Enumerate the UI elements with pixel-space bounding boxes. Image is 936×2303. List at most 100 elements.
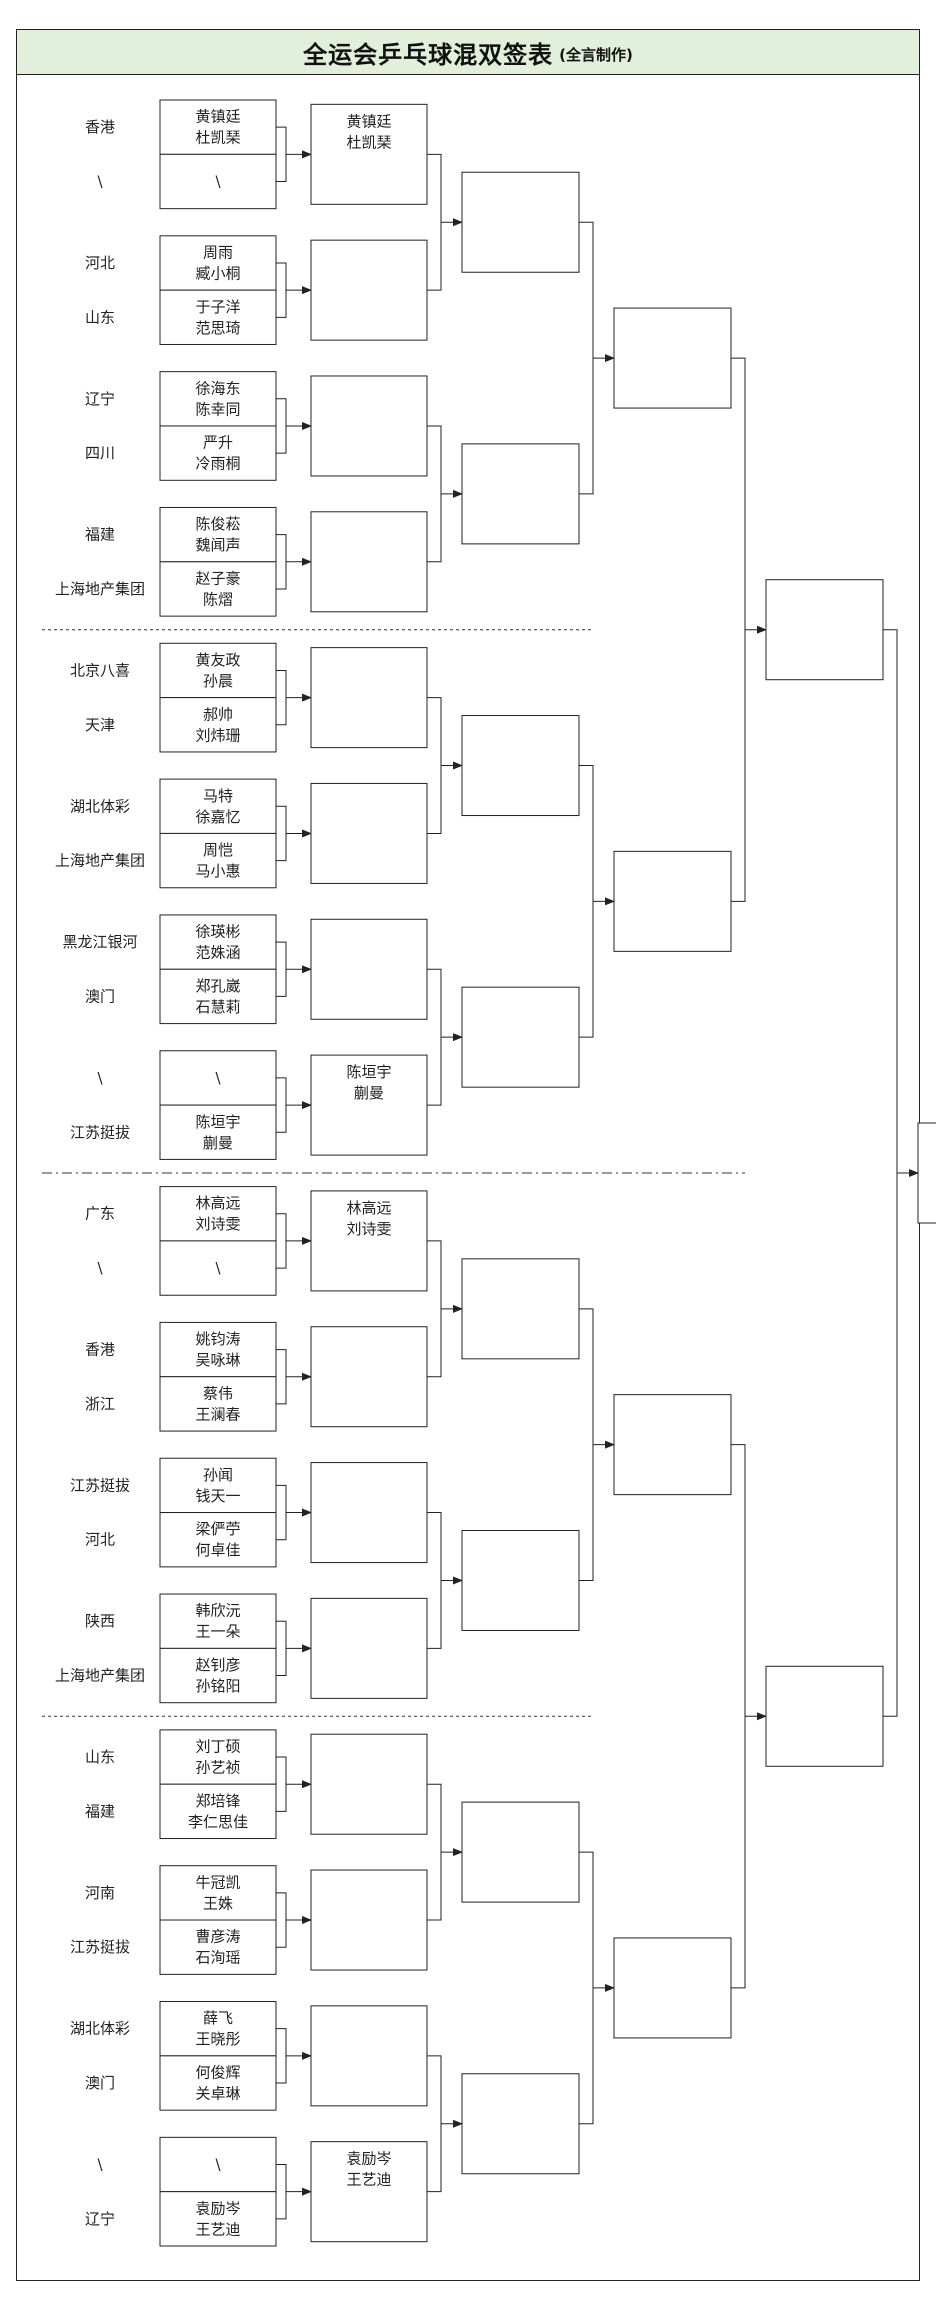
bracket-slot-r1-28-box	[159, 1919, 277, 1975]
bracket-connector	[276, 805, 287, 862]
bracket-slot-r1-27-box	[159, 1865, 277, 1921]
bracket-slot-r1-23-player-2: 王一朵	[195, 1623, 240, 1641]
bracket-slot-r1-20-box	[159, 1376, 277, 1432]
bracket-slot-r2-12-box	[310, 1597, 428, 1699]
bracket-connector	[276, 534, 287, 590]
bracket-slot-r2-7-box	[310, 918, 428, 1020]
bracket-slot-r1-19-player-1: 姚钧涛	[195, 1330, 240, 1348]
slot-boxes	[159, 99, 936, 2247]
bracket-slot-r3-5-box	[461, 1258, 580, 1360]
bracket-slot-r1-31-box	[159, 2136, 277, 2193]
bracket-slot-r2-1-player-2: 杜凯琹	[346, 133, 391, 151]
bracket-slot-r1-21-player-2: 钱天一	[195, 1487, 240, 1505]
bracket-connector	[427, 2055, 442, 2193]
bracket-slot-r4-2-box	[613, 850, 732, 952]
bracket-slot-r1-13-player-1: 徐瑛彬	[195, 923, 240, 941]
bracket-slot-r1-14-region: 澳门	[85, 987, 115, 1005]
bracket-slot-r6-1-box	[917, 1122, 936, 1224]
bracket-slot-r1-12-region: 上海地产集团	[55, 852, 145, 870]
bracket-slot-r1-4-player-1: 于子洋	[195, 298, 240, 316]
bracket-slot-r1-3-player-2: 臧小桐	[195, 264, 240, 282]
bracket-slot-r1-6-box	[159, 425, 277, 481]
bracket-slot-r5-2-box	[765, 1665, 884, 1767]
bracket-slot-r1-16-player-2: 蒯曼	[203, 1134, 233, 1152]
bracket-slot-r2-16-player-2: 王艺迪	[346, 2171, 391, 2189]
bracket-slot-r1-1-box	[159, 99, 277, 155]
bracket-connector	[427, 1783, 442, 1921]
bracket-slot-r1-32-region: 辽宁	[85, 2210, 115, 2228]
bracket-slot-r1-22-player-1: 梁俨苧	[195, 1520, 240, 1538]
bracket-slot-r1-10-player-1: 郝帅	[203, 705, 233, 723]
bracket-connector	[276, 1620, 287, 1677]
bracket-slot-r2-14-box	[310, 1869, 428, 1971]
bracket-slot-r1-32-player-1: 袁励岑	[195, 2199, 240, 2217]
bracket-connector	[731, 1444, 746, 1989]
bracket-connector	[276, 1484, 287, 1541]
bracket-slot-r1-6-region: 四川	[85, 444, 115, 462]
bracket-slot-r1-18-region: \	[97, 1259, 103, 1277]
bracket-connector	[579, 1308, 594, 1581]
bracket-slot-r2-16-player-1: 袁励岑	[346, 2150, 391, 2168]
bracket-connector	[276, 398, 287, 454]
bracket-connector	[276, 669, 287, 726]
bracket-slot-r1-26-player-2: 李仁思佳	[188, 1813, 248, 1831]
bracket-slot-r1-13-box	[159, 914, 277, 970]
bracket-slot-r1-30-box	[159, 2055, 277, 2111]
bracket-slot-r1-10-region: 天津	[85, 716, 115, 734]
bracket-slot-r1-18-player-1: \	[215, 1259, 221, 1277]
bracket-slot-r1-8-player-2: 陈熠	[203, 590, 233, 608]
bracket-connector	[276, 1077, 287, 1133]
bracket-slot-r1-19-player-2: 吴咏琳	[195, 1351, 240, 1369]
bracket-slot-r1-23-box	[159, 1593, 277, 1649]
bracket-slot-r1-25-box	[159, 1729, 277, 1785]
bracket-slot-r1-30-region: 澳门	[85, 2074, 115, 2092]
bracket-slot-r1-1-player-2: 杜凯琹	[195, 129, 240, 147]
bracket-slot-r1-7-box	[159, 506, 277, 563]
bracket-slot-r1-30-player-1: 何俊辉	[195, 2064, 240, 2082]
bracket-slot-r1-2-region: \	[97, 172, 103, 190]
bracket-slot-r1-17-player-2: 刘诗雯	[195, 1215, 240, 1233]
bracket-slot-r2-4-box	[310, 511, 428, 613]
bracket-slot-r1-23-region: 陕西	[85, 1612, 115, 1630]
bracket-slot-r1-21-player-1: 孙闻	[203, 1466, 233, 1484]
bracket-connector	[579, 1851, 594, 2125]
bracket-slot-r2-10-box	[310, 1326, 428, 1428]
bracket-slot-r1-1-region: 香港	[85, 118, 115, 136]
bracket-slot-r1-30-player-2: 关卓琳	[195, 2085, 240, 2103]
bracket-slot-r1-4-box	[159, 289, 277, 345]
bracket-connector	[427, 1512, 442, 1649]
bracket-slot-r1-23-player-1: 韩欣沅	[195, 1602, 240, 1620]
bracket-slot-r1-9-player-1: 黄友政	[195, 651, 240, 669]
bracket-slot-r2-9-player-2: 刘诗雯	[346, 1220, 391, 1238]
bracket-slot-r1-27-player-1: 牛冠凯	[195, 1873, 240, 1891]
bracket-slot-r1-22-region: 河北	[85, 1531, 115, 1549]
bracket-connector	[731, 357, 746, 902]
bracket-slot-r3-8-box	[461, 2073, 580, 2175]
bracket-slot-r1-32-player-2: 王艺迪	[195, 2220, 240, 2238]
bracket-connector	[276, 1213, 287, 1269]
bracket-slot-r1-5-player-2: 陈幸同	[195, 400, 240, 418]
title-note: (全言制作)	[559, 45, 633, 64]
bracket-slot-r1-26-box	[159, 1783, 277, 1840]
bracket-slot-r2-1-box	[310, 103, 428, 205]
bracket-slot-r1-11-region: 湖北体彩	[70, 797, 130, 815]
bracket-slot-r1-2-box	[159, 153, 277, 210]
bracket-connector	[276, 1892, 287, 1948]
bracket-connector	[276, 1349, 287, 1405]
bracket-slot-r1-7-region: 福建	[85, 526, 115, 544]
bracket-slot-r1-9-box	[159, 642, 277, 699]
bracket-slot-r1-28-player-2: 石洵瑶	[195, 1949, 240, 1967]
bracket-slot-r1-14-player-2: 石慧莉	[195, 998, 240, 1016]
bracket-slot-r1-3-region: 河北	[85, 254, 115, 272]
bracket-slot-r1-26-region: 福建	[85, 1802, 115, 1820]
bracket-slot-r1-24-box	[159, 1647, 277, 1704]
bracket-slot-r1-15-box	[159, 1050, 277, 1106]
bracket-slot-r1-31-region: \	[97, 2156, 103, 2174]
bracket-slot-r1-24-region: 上海地产集团	[55, 1667, 145, 1685]
bracket-slot-r1-10-box	[159, 697, 277, 753]
connector-lines	[42, 126, 919, 2220]
bracket-connector	[427, 153, 442, 291]
bracket-slot-r1-25-player-2: 孙艺祯	[195, 1759, 240, 1777]
bracket-slot-r1-8-region: 上海地产集团	[55, 580, 145, 598]
bracket-slot-r1-20-player-1: 蔡伟	[203, 1384, 233, 1402]
